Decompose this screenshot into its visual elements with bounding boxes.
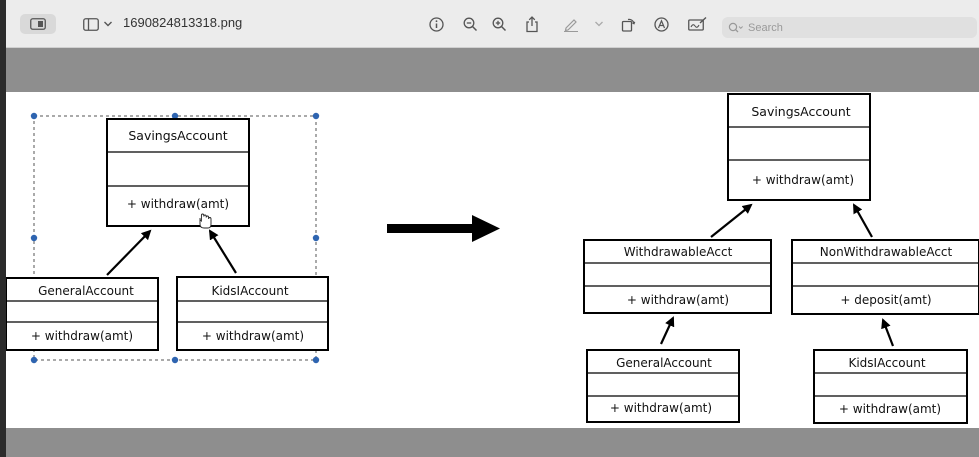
left-general-method: + withdraw(amt) <box>31 329 133 343</box>
kids-to-non-withdrawable-arrow <box>881 318 895 347</box>
sidebar-toggle-icon <box>30 18 46 30</box>
chevron-down-icon <box>595 21 603 27</box>
right-general-account-class: GeneralAccount + withdraw(amt) <box>586 349 740 423</box>
right-general-name: GeneralAccount <box>616 356 712 370</box>
non-withdrawable-method: + deposit(amt) <box>840 293 931 307</box>
annotate-button[interactable] <box>651 14 671 34</box>
withdrawable-to-savings-arrow <box>710 203 753 238</box>
right-kids-name: KidsIAccount <box>848 356 925 370</box>
right-savings-account-class: SavingsAccount + withdraw(amt) <box>727 93 871 201</box>
non-withdrawable-to-savings-arrow <box>853 203 873 238</box>
non-withdrawable-name: NonWithdrawableAcct <box>820 245 953 259</box>
withdrawable-acct-class: WithdrawableAcct + withdraw(amt) <box>583 239 772 314</box>
transformation-arrow <box>387 215 500 242</box>
left-savings-method: + withdraw(amt) <box>127 197 229 211</box>
withdrawable-name: WithdrawableAcct <box>624 245 733 259</box>
right-savings-method: + withdraw(amt) <box>752 173 854 187</box>
rotate-button[interactable] <box>618 14 638 34</box>
zoom-out-icon <box>463 17 477 31</box>
share-button[interactable] <box>522 14 542 34</box>
non-withdrawable-acct-class: NonWithdrawableAcct + deposit(amt) <box>791 239 979 315</box>
share-icon <box>526 15 538 32</box>
search-field[interactable] <box>722 17 977 38</box>
right-general-method: + withdraw(amt) <box>610 401 712 415</box>
hand-cursor-icon <box>199 213 212 229</box>
signature-button[interactable] <box>686 14 708 34</box>
markup-pen-button[interactable] <box>561 14 581 34</box>
right-kids-account-class: KidsIAccount + withdraw(amt) <box>813 349 968 424</box>
annotate-icon <box>653 16 669 32</box>
signature-icon <box>687 17 706 31</box>
rotate-icon <box>621 18 635 32</box>
left-savings-account-class: SavingsAccount + withdraw(amt) <box>106 118 250 227</box>
left-general-name: GeneralAccount <box>38 284 134 298</box>
markup-pen-menu[interactable] <box>592 14 606 34</box>
search-icon <box>728 22 743 32</box>
withdrawable-method: + withdraw(amt) <box>627 293 729 307</box>
pen-icon <box>564 18 578 32</box>
sidebar-toggle-button[interactable] <box>20 14 56 34</box>
chevron-down-icon <box>104 21 112 27</box>
general-to-withdrawable-arrow <box>660 316 675 345</box>
left-general-account-class: GeneralAccount + withdraw(amt) <box>6 277 159 351</box>
toolbar: 1690824813318.png <box>6 0 979 48</box>
selection-handles[interactable] <box>30 112 320 364</box>
left-kids-to-savings-arrow <box>208 229 237 274</box>
window-edge <box>0 0 6 457</box>
left-general-to-savings-arrow <box>106 229 152 276</box>
info-button[interactable] <box>426 14 446 34</box>
zoom-in-button[interactable] <box>489 14 509 34</box>
document-title: 1690824813318.png <box>123 15 243 30</box>
view-menu-button[interactable] <box>80 14 116 34</box>
left-kids-method: + withdraw(amt) <box>202 329 304 343</box>
left-kids-account-class: KidsIAccount + withdraw(amt) <box>176 276 329 351</box>
right-kids-method: + withdraw(amt) <box>839 402 941 416</box>
zoom-in-icon <box>492 17 506 31</box>
info-icon <box>428 16 444 32</box>
view-menu-icon <box>83 17 99 31</box>
zoom-out-button[interactable] <box>460 14 480 34</box>
document-page: SavingsAccount + withdraw(amt) GeneralAc… <box>6 92 979 428</box>
right-savings-name: SavingsAccount <box>751 104 850 119</box>
left-savings-name: SavingsAccount <box>128 128 227 143</box>
uml-diagram: SavingsAccount + withdraw(amt) GeneralAc… <box>6 93 979 424</box>
search-input[interactable] <box>748 21 968 34</box>
left-kids-name: KidsIAccount <box>211 284 288 298</box>
